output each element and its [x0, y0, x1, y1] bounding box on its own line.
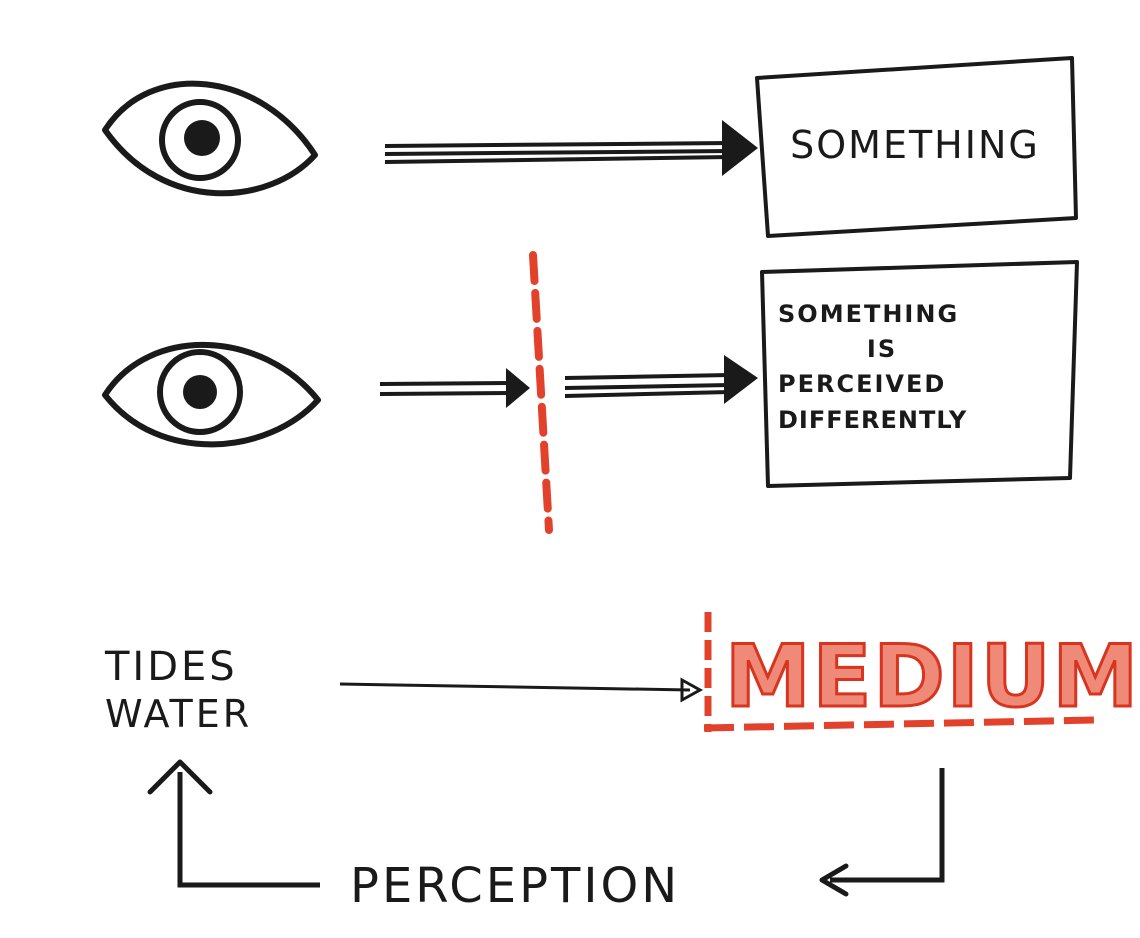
row-2-arrow-to-box	[564, 355, 758, 404]
water-label: WATER	[105, 692, 252, 736]
red-dashed-barrier	[529, 251, 553, 534]
row-2-arrow-to-barrier	[379, 368, 530, 408]
row-2-perceived-box: SOMETHING IS PERCEIVED DIFFERENTLY	[760, 260, 1079, 488]
row-2-box-line-2: IS	[867, 335, 897, 363]
row-2-box-line-4: DIFFERENTLY	[778, 406, 967, 434]
row-2-box-line-1: SOMETHING	[778, 300, 959, 328]
tides-label: TIDES	[104, 644, 238, 690]
medium-bottom-dashed-edge	[703, 716, 1096, 732]
row-1-something-box: SOMETHING	[755, 56, 1078, 238]
row-2-eye-icon	[102, 341, 321, 448]
feedback-loop-line	[147, 759, 945, 897]
perception-label: PERCEPTION	[350, 858, 680, 914]
row-1-eye-icon	[102, 80, 318, 197]
medium-label: MEDIUM	[725, 627, 1140, 727]
row-1-double-arrow	[384, 120, 758, 176]
row-1-box-label: SOMETHING	[790, 123, 1040, 167]
medium-block: MEDIUM	[703, 612, 1140, 732]
row-2-box-line-3: PERCEIVED	[778, 370, 946, 398]
tides-to-medium-arrow	[339, 677, 704, 703]
